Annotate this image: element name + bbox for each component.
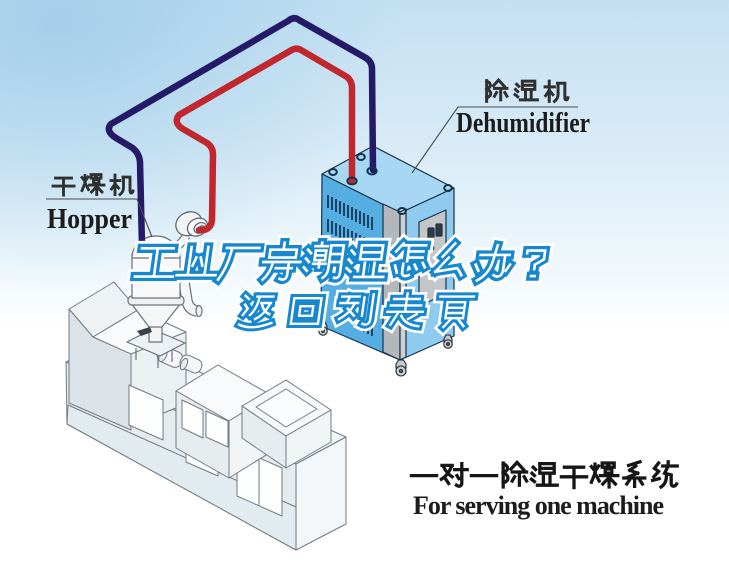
svg-text:Dehumidifier: Dehumidifier [456,107,590,139]
svg-text:For serving one machine: For serving one machine [413,491,664,520]
svg-text:Hopper: Hopper [47,203,132,235]
